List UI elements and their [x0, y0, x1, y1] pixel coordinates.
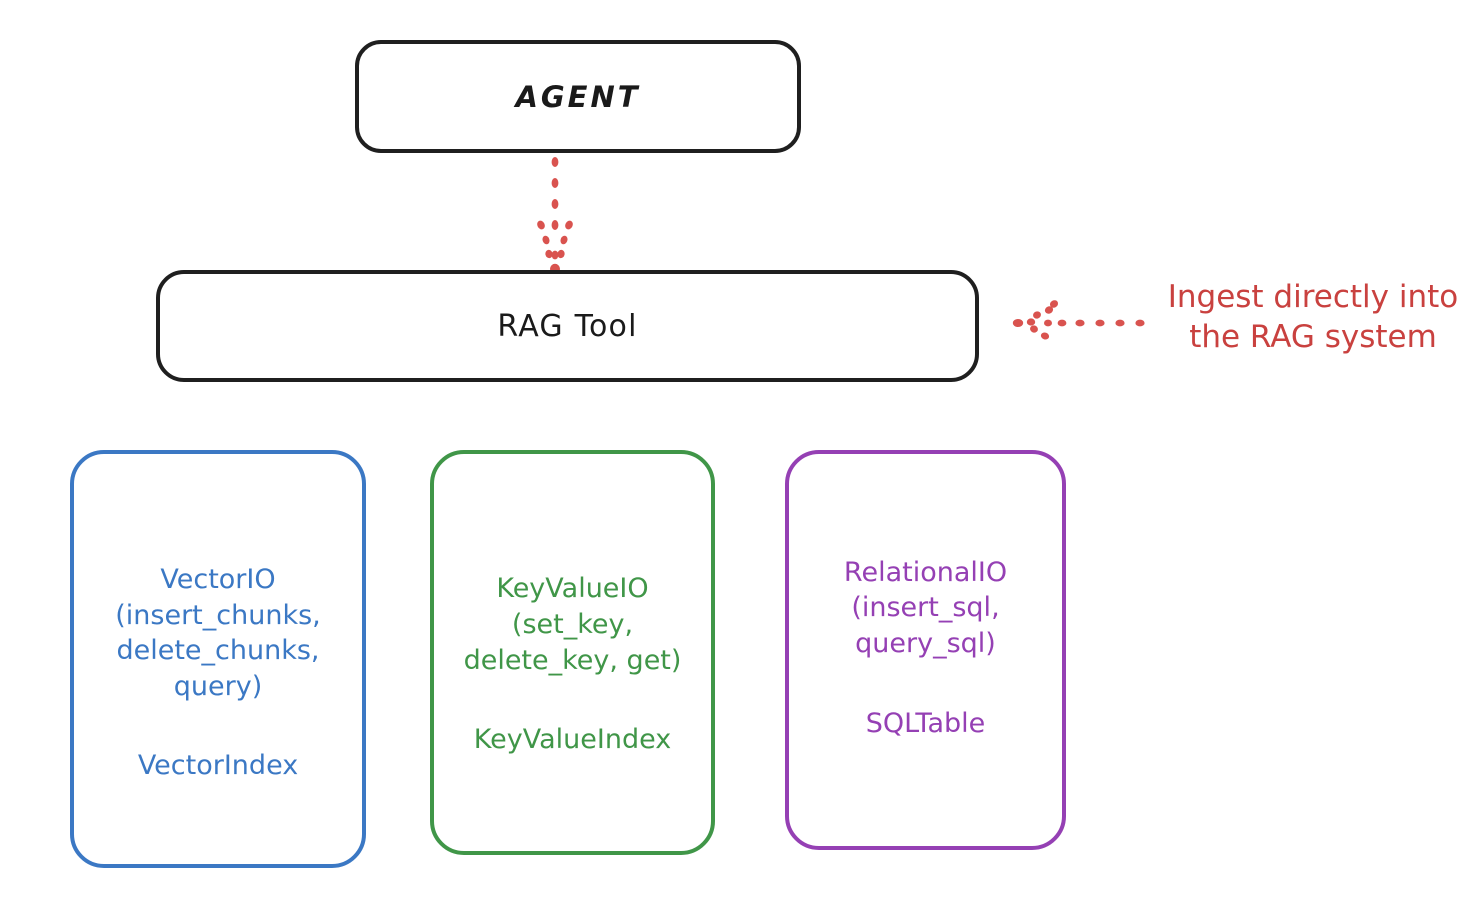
node-relational-io-api: RelationalIO (insert_sql, query_sql) — [843, 556, 1008, 659]
node-rag-tool[interactable]: RAG Tool — [156, 270, 979, 382]
node-keyvalue-io-content: KeyValueIO (set_key, delete_key, get) Ke… — [444, 571, 701, 758]
connector-ingest-to-rag-tool — [1012, 300, 1145, 340]
node-vector-io[interactable]: VectorIO (insert_chunks, delete_chunks, … — [70, 450, 366, 868]
node-vector-io-index: VectorIndex — [137, 750, 299, 782]
node-keyvalue-io-api: KeyValueIO (set_key, delete_key, get) — [463, 573, 682, 676]
node-keyvalue-io[interactable]: KeyValueIO (set_key, delete_key, get) Ke… — [430, 450, 715, 855]
node-relational-io[interactable]: RelationalIO (insert_sql, query_sql) SQL… — [785, 450, 1066, 850]
node-vector-io-api: VectorIO (insert_chunks, delete_chunks, … — [115, 563, 321, 702]
node-relational-io-content: RelationalIO (insert_sql, query_sql) SQL… — [799, 555, 1052, 742]
node-vector-io-content: VectorIO (insert_chunks, delete_chunks, … — [84, 562, 352, 784]
node-agent-label: AGENT — [515, 79, 641, 114]
node-agent[interactable]: AGENT — [355, 40, 801, 153]
connector-agent-to-rag-tool — [537, 157, 573, 275]
node-keyvalue-io-index: KeyValueIndex — [473, 724, 672, 756]
node-rag-tool-label: RAG Tool — [497, 308, 638, 344]
node-relational-io-index: SQLTable — [865, 707, 986, 739]
annotation-ingest: Ingest directly into the RAG system — [1167, 279, 1459, 355]
